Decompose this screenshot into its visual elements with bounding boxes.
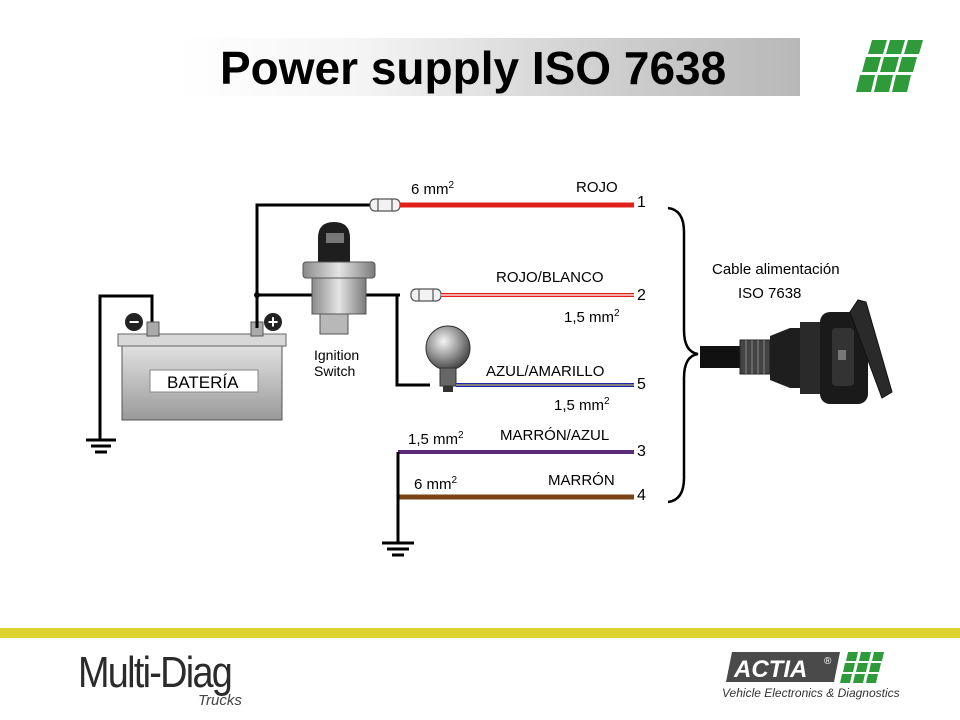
wire-5-size: 1,5 mm2: [554, 396, 610, 414]
actia-logo: ACTIA ®: [726, 652, 884, 683]
brand-sub: Trucks: [198, 692, 242, 709]
wire-2-pin: 2: [637, 287, 646, 304]
wire-4-size: 6 mm2: [414, 475, 458, 493]
wire-2-color-name: ROJO/BLANCO: [496, 269, 604, 286]
actia-registered: ®: [824, 656, 832, 667]
wire-1-size: 6 mm2: [411, 180, 455, 198]
wire-5-color-name: AZUL/AMARILLO: [486, 363, 604, 380]
page-title: Power supply ISO 7638: [220, 42, 727, 94]
wire-1-color-name: ROJO: [576, 179, 618, 196]
positive-symbol: +: [268, 312, 279, 332]
battery: BATERÍA: [117, 321, 287, 421]
actia-grid-icon: [840, 652, 884, 683]
battery-ground-wire: [98, 294, 154, 440]
ignition-label-line2: Switch: [314, 363, 355, 379]
brand-name: Multi-Diag: [78, 648, 233, 697]
title-banner: [180, 38, 800, 96]
negative-symbol: −: [129, 312, 140, 332]
fuse-icon: [369, 198, 401, 212]
iso-connector-icon: [700, 299, 893, 404]
wire-3-size: 1,5 mm2: [408, 430, 464, 448]
ground-symbol-icon: [382, 541, 414, 557]
ignition-label-line1: Ignition: [314, 347, 359, 363]
multi-diag-logo: Multi-Diag Trucks: [78, 648, 278, 714]
wire-5-pin: 5: [637, 376, 646, 393]
actia-tagline: Vehicle Electronics & Diagnostics: [722, 686, 900, 700]
wire-4-color-name: MARRÓN: [548, 472, 615, 489]
wire-1-pin: 1: [637, 194, 646, 211]
junction-dot: [254, 292, 260, 298]
connector-label-line2: ISO 7638: [738, 285, 801, 302]
fuse-icon: [410, 288, 442, 302]
curly-brace-icon: [667, 206, 699, 504]
ignition-switch-icon: [302, 222, 376, 335]
ground-symbol-icon: [86, 438, 116, 454]
wire-3-color-name: MARRÓN/AZUL: [500, 427, 609, 444]
footer-divider: [0, 628, 960, 638]
wire-2-size: 1,5 mm2: [564, 308, 620, 326]
grid-logo-icon: [856, 40, 923, 92]
battery-label: BATERÍA: [167, 373, 239, 392]
wire-4-pin: 4: [637, 487, 646, 504]
bulb-icon: [425, 325, 471, 392]
connector-label-line1: Cable alimentación: [712, 261, 840, 278]
actia-name: ACTIA: [733, 656, 807, 683]
wire-3-pin: 3: [637, 443, 646, 460]
battery-negative-terminal-icon: −: [125, 312, 143, 332]
battery-positive-terminal-icon: +: [264, 312, 282, 332]
